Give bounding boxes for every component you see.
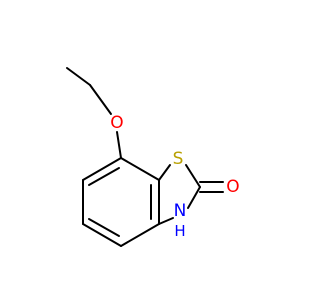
bond-c5-c4 xyxy=(82,223,122,247)
bond-ch2-oxygen xyxy=(89,84,112,115)
bond-c5-c4-inner xyxy=(88,218,120,237)
sulfur-label: S xyxy=(173,149,184,169)
bond-c7-c6-inner xyxy=(88,167,120,186)
bond-c2-nitrogen xyxy=(187,186,201,209)
bond-oxygen-c7 xyxy=(116,131,122,159)
bond-c4-c3a xyxy=(120,223,160,247)
oxygen-ether-label: O xyxy=(110,113,123,133)
nitrogen-hydrogen-label: H xyxy=(174,222,185,240)
bond-ch3-ch2 xyxy=(66,67,91,86)
nitrogen-label: N xyxy=(174,201,187,221)
oxygen-carbonyl-label: O xyxy=(226,177,239,197)
bond-sulfur-c2 xyxy=(185,164,201,188)
bonds xyxy=(66,67,224,247)
structure-canvas: O S O N H xyxy=(66,67,240,247)
bond-nitrogen-c3a xyxy=(158,217,174,225)
bond-c7-c6 xyxy=(82,157,122,181)
bond-c7a-sulfur xyxy=(158,164,171,181)
bond-c7a-c7 xyxy=(120,157,160,181)
atom-labels: O S O N H xyxy=(110,113,239,240)
